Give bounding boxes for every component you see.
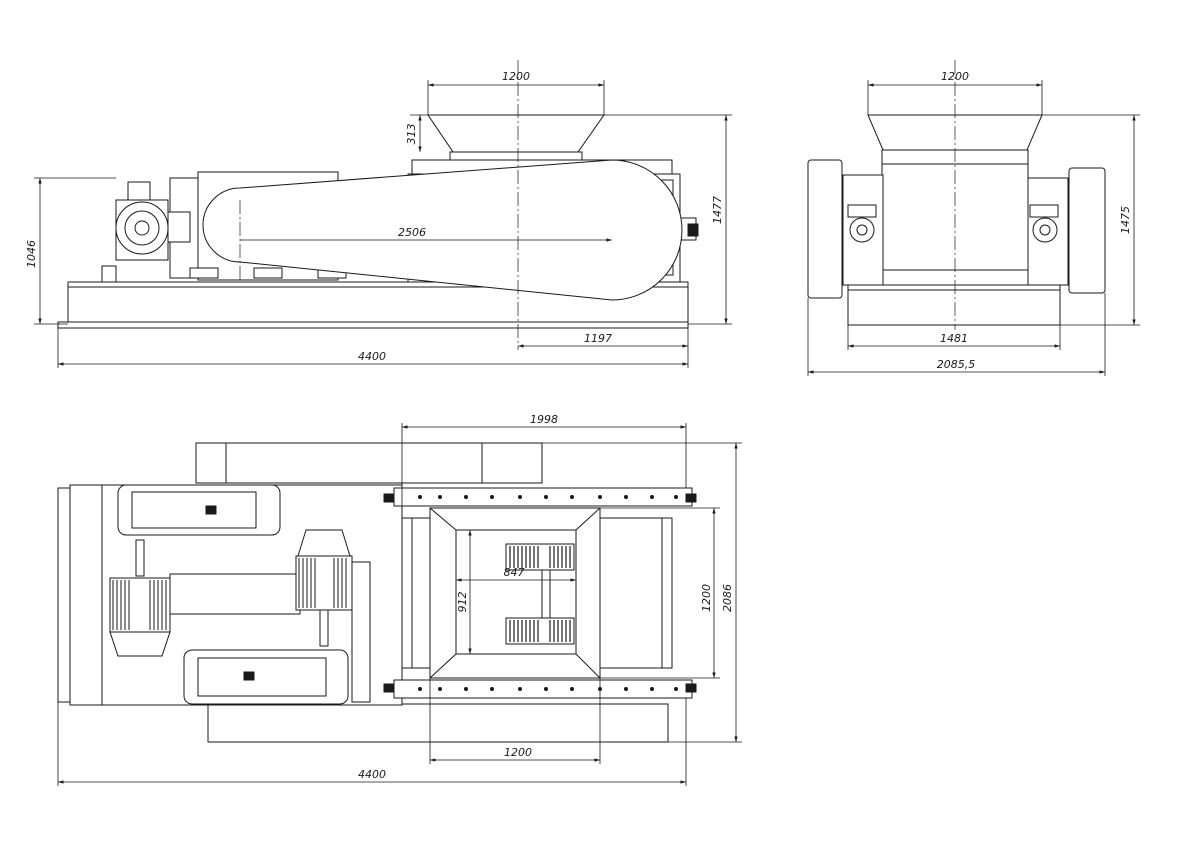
roll-teeth bbox=[509, 546, 571, 642]
plan-guard-top bbox=[195, 442, 543, 484]
plan-dim-overall-width: 2086 bbox=[721, 584, 734, 612]
side-dim-overall-width: 2085,5 bbox=[937, 358, 976, 371]
front-dim-roll-offset: 1197 bbox=[584, 332, 612, 345]
front-hopper bbox=[427, 114, 605, 153]
side-dim-frame-width: 1481 bbox=[940, 332, 968, 345]
plan-roll-bottom bbox=[505, 617, 575, 645]
side-dim-overall-height: 1475 bbox=[1119, 206, 1132, 234]
front-belt-guard bbox=[202, 159, 683, 301]
plan-motor-1 bbox=[109, 577, 171, 633]
plan-dim-bottom-inlet: 1200 bbox=[504, 746, 532, 759]
plan-dim-overall-length: 4400 bbox=[358, 768, 386, 781]
side-dim-hopper-width: 1200 bbox=[941, 70, 969, 83]
side-flywheel-left bbox=[807, 159, 843, 299]
side-flywheel-right bbox=[1068, 167, 1106, 294]
plan-frame-left bbox=[69, 484, 103, 706]
side-base-frame bbox=[847, 284, 1061, 326]
front-dim-base-height: 1046 bbox=[25, 240, 38, 268]
front-dim-pulley-centers: 2506 bbox=[398, 226, 426, 239]
front-dim-overall-length: 4400 bbox=[358, 350, 386, 363]
plan-motor-2 bbox=[295, 555, 353, 611]
plan-roll-top bbox=[505, 543, 575, 571]
front-base-plate bbox=[57, 321, 689, 329]
front-dim-hopper-width: 1200 bbox=[502, 70, 530, 83]
front-dim-hopper-height: 313 bbox=[405, 124, 418, 145]
front-view: 1200 313 1477 1046 2506 1197 4400 bbox=[25, 60, 732, 368]
plan-dim-body-length: 1998 bbox=[530, 413, 558, 426]
plan-dim-inlet-width: 1200 bbox=[700, 584, 713, 612]
plan-dim-roll-length: 847 bbox=[504, 566, 525, 579]
front-dim-overall-height: 1477 bbox=[711, 196, 724, 224]
side-view: 1200 1475 1481 2085,5 bbox=[807, 60, 1140, 376]
plan-dim-roll-gap-width: 912 bbox=[456, 592, 469, 613]
plan-view: 1998 847 912 1200 2086 1200 4400 bbox=[57, 413, 742, 786]
plan-base-bottom bbox=[207, 703, 669, 743]
